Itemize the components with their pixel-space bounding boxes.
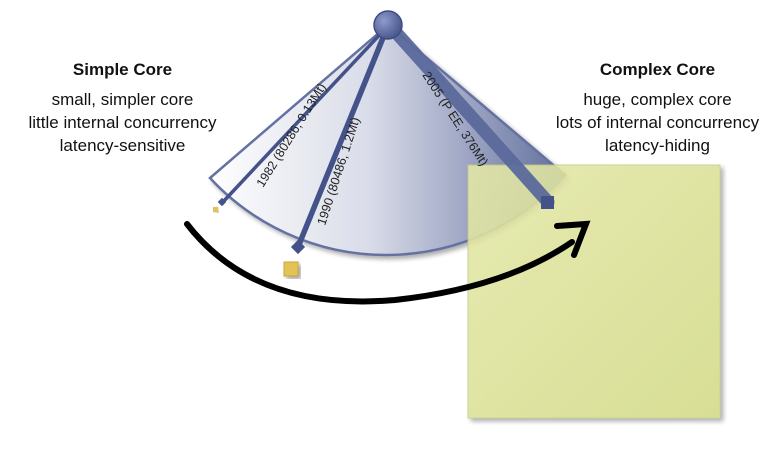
simple-core-square-medium	[283, 261, 299, 277]
simple-core-line-3: latency-sensitive	[59, 136, 186, 155]
spoke-1982	[220, 26, 388, 205]
simple-core-line-1: small, simpler core	[51, 90, 194, 109]
marker-1982	[217, 197, 227, 207]
spoke-1990	[295, 26, 390, 249]
simple-core-square-small	[213, 207, 218, 212]
spoke-2005	[385, 21, 555, 209]
complex-core-square	[467, 164, 721, 419]
complex-core-title: Complex Core	[599, 60, 716, 79]
simple-core-line-2: little internal concurrency	[28, 113, 217, 132]
transition-arrow	[184, 221, 575, 305]
pivot-node	[373, 10, 403, 40]
complex-core-line-2: lots of internal concurrency	[555, 113, 760, 132]
transition-arrow-head	[554, 220, 591, 258]
marker-2005	[541, 196, 554, 209]
complex-core-line-1: huge, complex core	[583, 90, 732, 109]
complex-core-description: Complex Core huge, complex core lots of …	[540, 60, 775, 157]
simple-core-description: Simple Core small, simpler core little i…	[10, 60, 235, 157]
marker-1990	[290, 239, 306, 255]
simple-core-title: Simple Core	[72, 60, 173, 79]
complex-core-line-3: latency-hiding	[605, 136, 710, 155]
